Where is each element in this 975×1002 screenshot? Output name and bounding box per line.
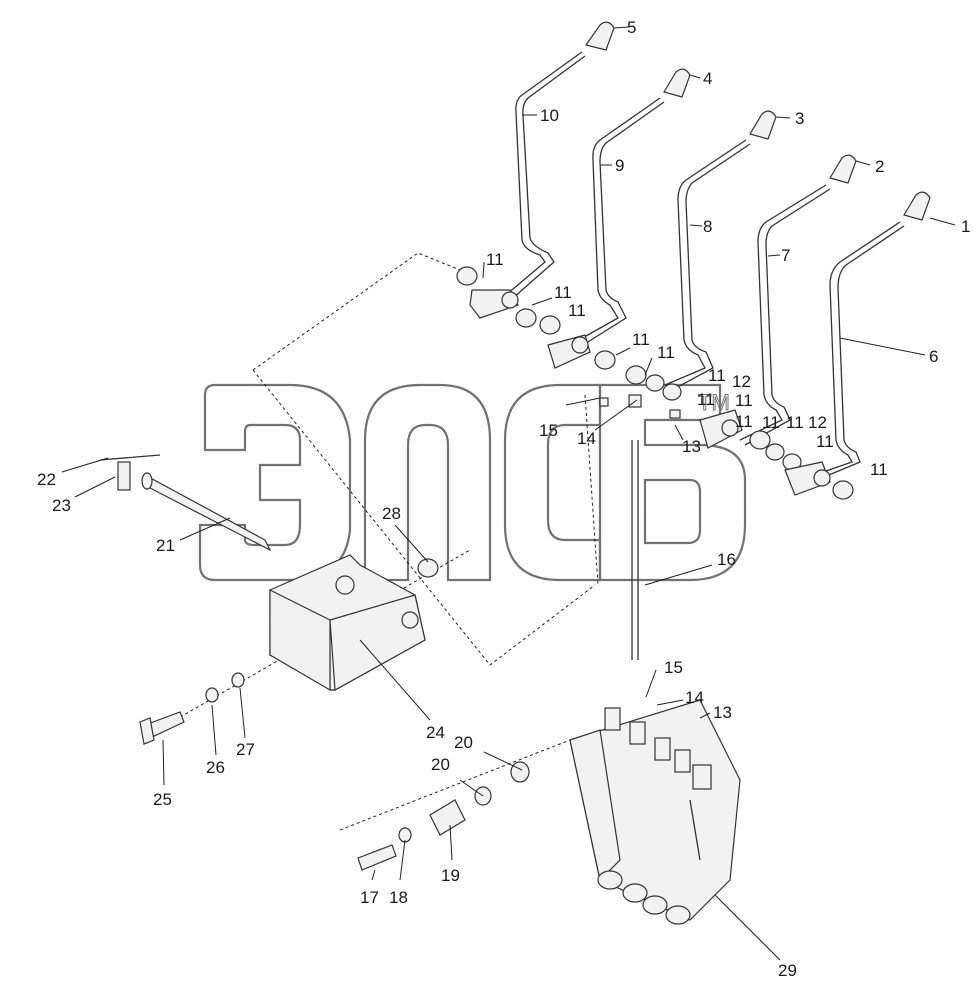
callout-11-h: 11 <box>786 413 804 432</box>
callout-10: 10 <box>540 106 559 125</box>
callout-20-a: 20 <box>454 733 473 752</box>
callout-13-a: 13 <box>682 437 701 456</box>
callout-24: 24 <box>426 723 445 742</box>
callout-11-b: 11 <box>554 283 572 302</box>
callout-5: 5 <box>627 18 636 37</box>
callout-11-d: 11 <box>632 330 650 349</box>
callout-29: 29 <box>778 961 797 980</box>
lever-knob-icon <box>585 21 931 221</box>
callout-18: 18 <box>389 888 408 907</box>
callout-11-l: 11 <box>697 390 715 409</box>
callout-11-c: 11 <box>568 301 586 320</box>
callout-9: 9 <box>615 156 624 175</box>
callout-1: 1 <box>961 217 970 236</box>
callout-11-e: 11 <box>657 343 675 362</box>
callout-15-b: 15 <box>664 658 683 677</box>
callout-14-a: 14 <box>577 429 596 448</box>
callout-19: 19 <box>441 866 460 885</box>
lever-rod-icon <box>499 51 905 486</box>
trademark-mark: TM <box>698 390 730 415</box>
bracket-icon <box>269 554 439 692</box>
callout-20-b: 20 <box>431 755 450 774</box>
callout-2: 2 <box>875 157 884 176</box>
shaft-icon <box>99 454 272 552</box>
watermark-logo: TM <box>198 383 747 582</box>
callout-11-m: 11 <box>762 413 780 432</box>
nut-icon <box>429 799 466 836</box>
callout-labels: 1 2 3 4 5 6 7 8 9 10 11 11 11 11 11 11 1… <box>37 18 970 980</box>
callout-4: 4 <box>703 69 712 88</box>
callout-15-a: 15 <box>539 421 558 440</box>
link-rod-icon <box>599 394 681 660</box>
callout-12-b: 12 <box>808 413 827 432</box>
callout-11-j: 11 <box>870 460 888 479</box>
callout-11-g: 11 <box>735 391 753 410</box>
leader-lines <box>61 26 956 961</box>
callout-7: 7 <box>781 246 790 265</box>
callout-8: 8 <box>703 217 712 236</box>
washer-icon <box>205 672 530 843</box>
callout-6: 6 <box>929 347 938 366</box>
callout-14-b: 14 <box>685 688 704 707</box>
bushing-icon <box>456 266 854 500</box>
callout-26: 26 <box>206 758 225 777</box>
callout-11-k: 11 <box>735 412 753 431</box>
callout-17: 17 <box>360 888 379 907</box>
bolt-icon <box>139 711 397 871</box>
callout-22: 22 <box>37 470 56 489</box>
callout-23: 23 <box>52 496 71 515</box>
callout-11-a: 11 <box>486 250 504 269</box>
callout-11-i: 11 <box>816 432 834 451</box>
callout-13-b: 13 <box>713 703 732 722</box>
callout-12-a: 12 <box>732 372 751 391</box>
callout-11-f: 11 <box>708 366 726 385</box>
callout-28: 28 <box>382 504 401 523</box>
callout-27: 27 <box>236 740 255 759</box>
valve-block-icon <box>569 699 741 925</box>
callout-25: 25 <box>153 790 172 809</box>
callout-3: 3 <box>795 109 804 128</box>
callout-16: 16 <box>717 550 736 569</box>
callout-21: 21 <box>156 536 175 555</box>
